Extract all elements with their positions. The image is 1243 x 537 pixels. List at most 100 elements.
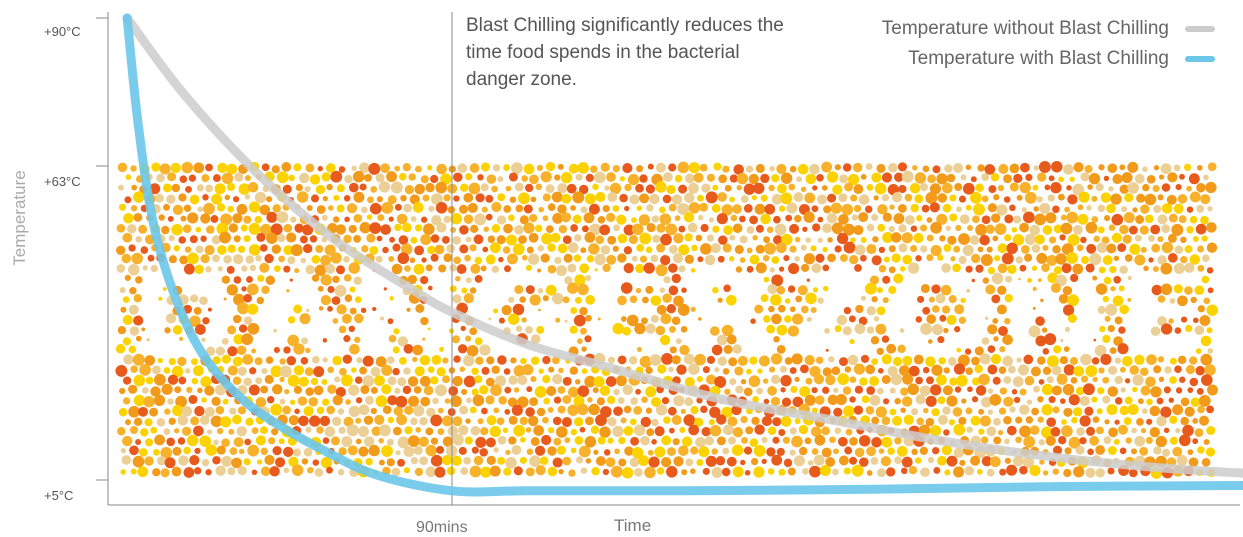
danger-zone-dot — [914, 457, 922, 464]
danger-zone-dot — [816, 173, 824, 182]
danger-zone-dot — [435, 202, 448, 214]
danger-zone-dot — [745, 426, 754, 435]
danger-zone-dot — [568, 469, 576, 477]
danger-zone-dot — [540, 253, 550, 263]
danger-zone-dot — [1019, 388, 1027, 396]
danger-zone-dot — [881, 375, 891, 384]
danger-zone-dot — [117, 162, 128, 173]
danger-zone-dot — [645, 285, 654, 294]
danger-zone-dot — [469, 465, 482, 478]
danger-zone-dot — [575, 173, 583, 181]
danger-zone-dot — [853, 405, 864, 415]
danger-zone-dot — [678, 225, 686, 233]
danger-zone-dot — [678, 265, 686, 273]
danger-zone-dot — [185, 368, 191, 374]
danger-zone-dot — [1186, 206, 1194, 213]
danger-zone-dot — [116, 264, 126, 273]
danger-zone-dot — [789, 223, 800, 234]
danger-zone-dot — [140, 246, 149, 254]
danger-zone-dot — [624, 446, 634, 456]
danger-zone-dot — [414, 467, 424, 477]
danger-zone-dot — [482, 246, 489, 253]
danger-zone-dot — [783, 255, 790, 262]
danger-zone-dot — [534, 385, 547, 398]
danger-zone-dot — [954, 326, 961, 333]
danger-zone-dot — [168, 235, 175, 242]
danger-zone-dot — [1163, 427, 1170, 434]
danger-zone-dot — [736, 185, 742, 191]
danger-zone-dot — [1073, 224, 1083, 235]
danger-zone-dot — [422, 194, 430, 202]
danger-zone-dot — [901, 232, 913, 244]
danger-zone-dot — [333, 194, 340, 201]
danger-zone-dot — [579, 306, 588, 316]
danger-zone-dot — [1168, 213, 1178, 223]
danger-zone-dot — [308, 397, 318, 407]
danger-zone-dot — [317, 165, 323, 172]
danger-zone-dot — [260, 223, 272, 236]
danger-zone-dot — [781, 397, 792, 407]
danger-zone-dot — [673, 233, 684, 244]
danger-zone-dot — [471, 388, 479, 396]
danger-zone-dot — [878, 246, 886, 254]
danger-zone-dot — [1044, 184, 1051, 191]
danger-zone-dot — [606, 254, 617, 265]
danger-zone-dot — [1124, 254, 1133, 262]
danger-zone-dot — [1013, 173, 1023, 184]
danger-zone-dot — [677, 161, 690, 174]
danger-zone-dot — [1149, 405, 1161, 417]
danger-zone-dot — [931, 364, 943, 376]
danger-zone-dot — [910, 203, 919, 213]
danger-zone-dot — [1015, 256, 1023, 264]
danger-zone-dot — [907, 262, 920, 274]
danger-zone-dot — [205, 346, 216, 356]
danger-zone-dot — [696, 397, 703, 404]
danger-zone-dot — [824, 327, 830, 334]
danger-zone-dot — [425, 466, 437, 478]
danger-zone-dot — [306, 205, 313, 211]
danger-zone-dot — [123, 213, 134, 224]
danger-zone-dot — [848, 315, 856, 323]
danger-zone-dot — [1158, 174, 1165, 180]
danger-zone-dot — [560, 172, 573, 184]
danger-zone-dot — [754, 304, 764, 314]
danger-zone-dot — [901, 396, 913, 407]
danger-zone-dot — [1004, 294, 1013, 303]
danger-zone-dot — [266, 232, 278, 244]
danger-zone-dot — [452, 434, 464, 446]
y-axis-label: Temperature — [10, 170, 29, 266]
danger-zone-dot — [547, 243, 556, 252]
danger-zone-dot — [283, 446, 294, 458]
danger-zone-dot — [916, 417, 924, 426]
danger-zone-dot — [577, 403, 589, 416]
danger-zone-dot — [1114, 357, 1122, 364]
danger-zone-dot — [681, 436, 693, 447]
danger-zone-dot — [839, 357, 848, 367]
danger-zone-dot — [649, 354, 662, 366]
danger-zone-dot — [131, 252, 143, 265]
danger-zone-dot — [593, 449, 599, 455]
danger-zone-dot — [536, 325, 545, 334]
danger-zone-dot — [1012, 234, 1025, 246]
danger-zone-dot — [216, 222, 229, 235]
danger-zone-dot — [950, 256, 956, 262]
danger-zone-dot — [588, 243, 600, 255]
danger-zone-dot — [806, 317, 812, 322]
danger-zone-dot — [1146, 398, 1153, 406]
danger-zone-dot — [953, 466, 965, 478]
danger-zone-dot — [881, 194, 890, 202]
danger-zone-dot — [811, 263, 822, 274]
danger-zone-dot — [822, 285, 829, 292]
danger-zone-dot — [537, 245, 544, 252]
series-line — [122, 13, 1243, 478]
danger-zone-dot — [261, 285, 270, 295]
danger-zone-dot — [669, 346, 677, 354]
danger-zone-dot — [767, 468, 775, 475]
danger-zone-dot — [1052, 245, 1061, 254]
danger-zone-dot — [174, 386, 182, 394]
danger-zone-dot — [528, 415, 539, 427]
danger-zone-dot — [942, 203, 952, 213]
danger-zone-dot — [607, 356, 616, 364]
danger-zone-dot — [711, 448, 718, 455]
danger-zone-dot — [187, 212, 199, 224]
